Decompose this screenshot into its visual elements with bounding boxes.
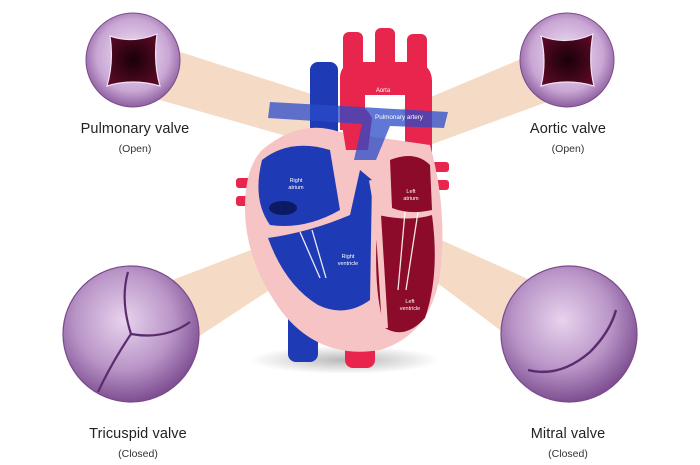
- left-ventricle-label-l2: ventricle: [400, 306, 420, 312]
- mitral-valve-name: Mitral valve: [530, 426, 606, 442]
- aortic-valve-state: (Open): [551, 143, 585, 155]
- left-ventricle: [376, 215, 435, 333]
- left-atrium: [390, 156, 432, 213]
- mitral-valve-state: (Closed): [548, 448, 588, 460]
- left-atrium-label-l2: atrium: [403, 196, 419, 202]
- right-ventricle-label-l2: ventricle: [338, 261, 358, 267]
- aortic-arch: [340, 28, 432, 165]
- mitral-valve-illustration: [500, 265, 638, 403]
- right-ventricle-label-l1: Right: [342, 254, 355, 260]
- chordae-tendineae: [299, 211, 419, 291]
- left-atrium-label-l1: Left: [406, 189, 416, 195]
- tricuspid-valve-caption: Tricuspid valve (Closed): [58, 426, 218, 460]
- pulmonary-valve-illustration: [85, 12, 181, 108]
- right-ventricle: [268, 170, 372, 311]
- tricuspid-valve-state: (Closed): [118, 448, 158, 460]
- pulmonary-valve-state: (Open): [118, 143, 152, 155]
- mitral-valve-caption: Mitral valve (Closed): [488, 426, 648, 460]
- right-atrium-opening: [269, 201, 297, 215]
- right-atrium-label-l1: Right: [290, 178, 303, 184]
- aortic-valve-name: Aortic valve: [529, 121, 607, 137]
- pulmonary-artery: [268, 102, 448, 160]
- tricuspid-valve-name: Tricuspid valve: [89, 426, 187, 442]
- septum: [369, 179, 388, 329]
- tricuspid-valve-illustration: [62, 265, 200, 403]
- right-atrium-label-l2: atrium: [288, 185, 304, 191]
- pulmonary-valve-name: Pulmonary valve: [80, 121, 190, 137]
- pulmonary-valve-caption: Pulmonary valve (Open): [55, 121, 215, 155]
- left-ventricle-label-l1: Left: [405, 299, 415, 305]
- aortic-valve-caption: Aortic valve (Open): [488, 121, 648, 155]
- pulmonary-artery-label: Pulmonary artery: [375, 114, 424, 121]
- aorta-label: Aorta: [376, 88, 391, 94]
- aortic-valve-illustration: [519, 12, 615, 108]
